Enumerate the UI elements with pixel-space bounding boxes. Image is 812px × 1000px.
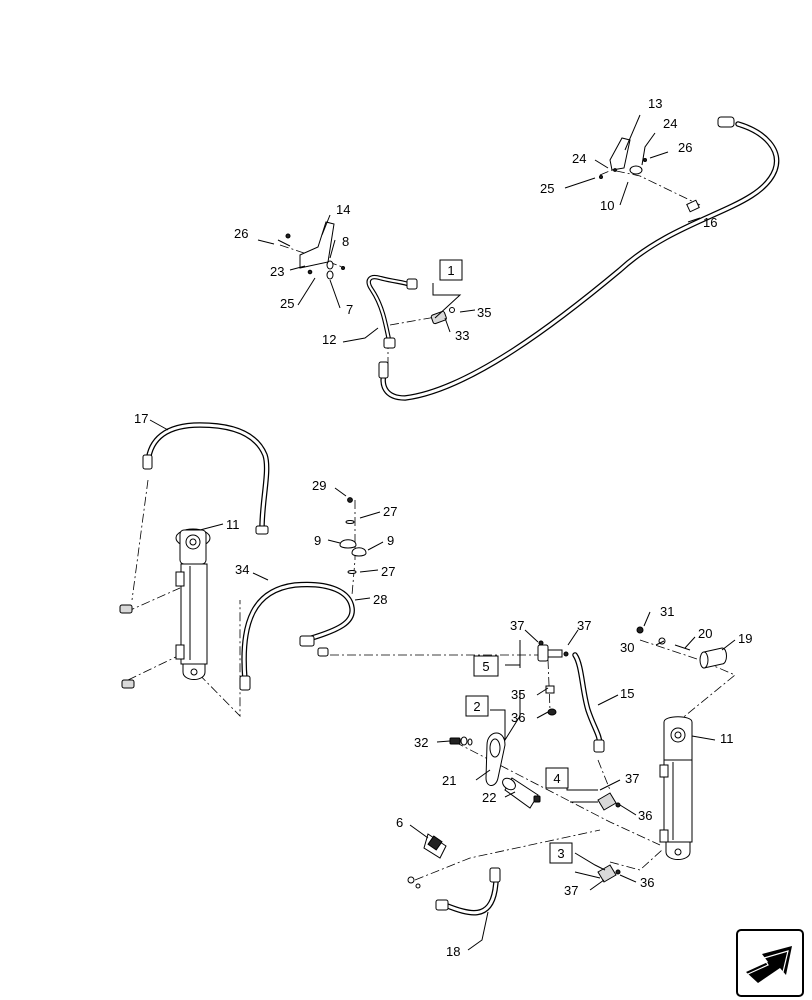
callout-label: 8 bbox=[342, 234, 349, 249]
bracket-13 bbox=[599, 137, 647, 179]
callout-label: 10 bbox=[600, 198, 614, 213]
ref-box-label: 2 bbox=[473, 699, 480, 714]
callout-label: 24 bbox=[572, 151, 586, 166]
callout-label: 35 bbox=[477, 305, 491, 320]
callout-label: 36 bbox=[640, 875, 654, 890]
callout-label: 32 bbox=[414, 735, 428, 750]
ref-box-1: 1 bbox=[439, 259, 463, 281]
cylinder-11-right bbox=[659, 716, 693, 860]
callout-label: 37 bbox=[510, 618, 524, 633]
tube-12 bbox=[366, 274, 418, 349]
fittings-left bbox=[119, 604, 135, 689]
callout-label: 29 bbox=[312, 478, 326, 493]
callout-label: 28 bbox=[373, 592, 387, 607]
fittings-right bbox=[597, 792, 621, 883]
ref-box-2: 2 bbox=[465, 695, 489, 717]
leader-lines bbox=[149, 114, 736, 951]
coupler-6 bbox=[407, 833, 447, 889]
callout-label: 36 bbox=[511, 710, 525, 725]
callout-label: 31 bbox=[660, 604, 674, 619]
callout-label: 16 bbox=[703, 215, 717, 230]
callout-label: 9 bbox=[387, 533, 394, 548]
pin-19 bbox=[636, 626, 727, 669]
pin-22 bbox=[502, 777, 541, 809]
ref-box-4: 4 bbox=[545, 767, 569, 789]
callout-label: 11 bbox=[226, 517, 240, 532]
callout-label: 13 bbox=[648, 96, 662, 111]
bracket-14 bbox=[277, 221, 345, 280]
cylinder-11-left bbox=[175, 528, 211, 680]
callout-numbers: 13 24 24 26 25 10 16 14 26 8 23 25 7 12 … bbox=[134, 96, 752, 959]
callout-label: 24 bbox=[663, 116, 677, 131]
ref-box-3: 3 bbox=[549, 842, 573, 864]
ref-box-label: 1 bbox=[447, 263, 454, 278]
hose-34 bbox=[239, 581, 355, 691]
ref-box-5: 5 bbox=[473, 655, 499, 677]
fitting-33 bbox=[430, 307, 455, 325]
clamp-9 bbox=[339, 497, 367, 574]
callout-label: 37 bbox=[577, 618, 591, 633]
ref-box-label: 3 bbox=[557, 846, 564, 861]
callout-label: 17 bbox=[134, 411, 148, 426]
callout-label: 27 bbox=[381, 564, 395, 579]
hose-18 bbox=[435, 867, 501, 916]
callout-label: 22 bbox=[482, 790, 496, 805]
callout-label: 37 bbox=[564, 883, 578, 898]
callout-label: 23 bbox=[270, 264, 284, 279]
callout-label: 18 bbox=[446, 944, 460, 959]
callout-label: 26 bbox=[678, 140, 692, 155]
callout-label: 25 bbox=[540, 181, 554, 196]
latch-21 bbox=[449, 732, 506, 786]
ref-box-label: 5 bbox=[482, 659, 489, 674]
callout-label: 11 bbox=[720, 731, 734, 746]
callout-label: 33 bbox=[455, 328, 469, 343]
callout-label: 35 bbox=[511, 687, 525, 702]
callout-label: 20 bbox=[698, 626, 712, 641]
callout-label: 9 bbox=[314, 533, 321, 548]
callout-label: 7 bbox=[346, 302, 353, 317]
ref-brackets bbox=[432, 283, 606, 879]
callout-label: 25 bbox=[280, 296, 294, 311]
callout-label: 19 bbox=[738, 631, 752, 646]
callout-label: 12 bbox=[322, 332, 336, 347]
callout-label: 36 bbox=[638, 808, 652, 823]
hose-16 bbox=[378, 116, 780, 401]
callout-label: 26 bbox=[234, 226, 248, 241]
hose-17 bbox=[142, 422, 270, 535]
hose-15 bbox=[572, 652, 605, 753]
callout-label: 6 bbox=[396, 815, 403, 830]
callout-label: 27 bbox=[383, 504, 397, 519]
ref-box-label: 4 bbox=[553, 771, 560, 786]
tee-fitting bbox=[537, 640, 569, 716]
callout-label: 15 bbox=[620, 686, 634, 701]
navigation-arrow-icon[interactable] bbox=[736, 929, 804, 997]
callout-label: 37 bbox=[625, 771, 639, 786]
callout-label: 21 bbox=[442, 773, 456, 788]
callout-label: 30 bbox=[620, 640, 634, 655]
callout-label: 14 bbox=[336, 202, 350, 217]
callout-label: 34 bbox=[235, 562, 249, 577]
